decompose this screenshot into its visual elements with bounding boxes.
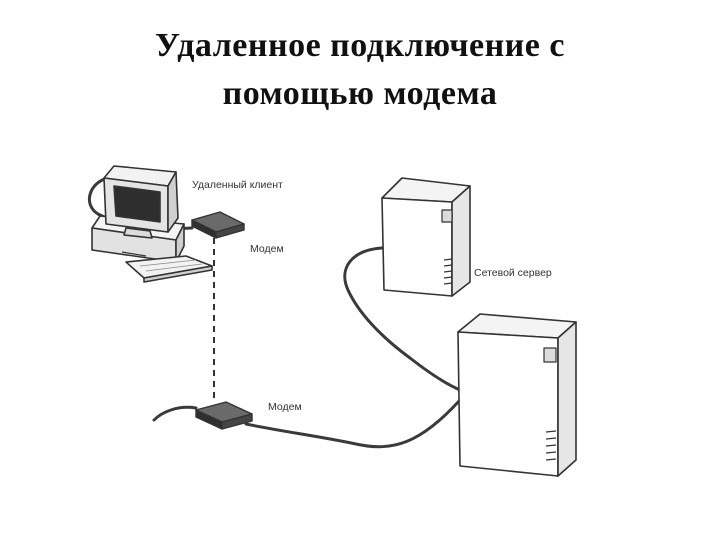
modem-bottom-icon	[196, 402, 252, 429]
label-modem-bottom: Модем	[268, 401, 302, 413]
cable-modem-left	[154, 407, 196, 420]
monitor-screen	[114, 186, 160, 222]
server-large-icon	[458, 314, 576, 476]
label-modem-top: Модем	[250, 243, 284, 255]
label-network-server: Сетевой сервер	[474, 267, 552, 279]
label-remote-client: Удаленный клиент	[192, 179, 283, 191]
network-server-icon	[382, 178, 470, 296]
modem-top-icon	[192, 212, 244, 238]
